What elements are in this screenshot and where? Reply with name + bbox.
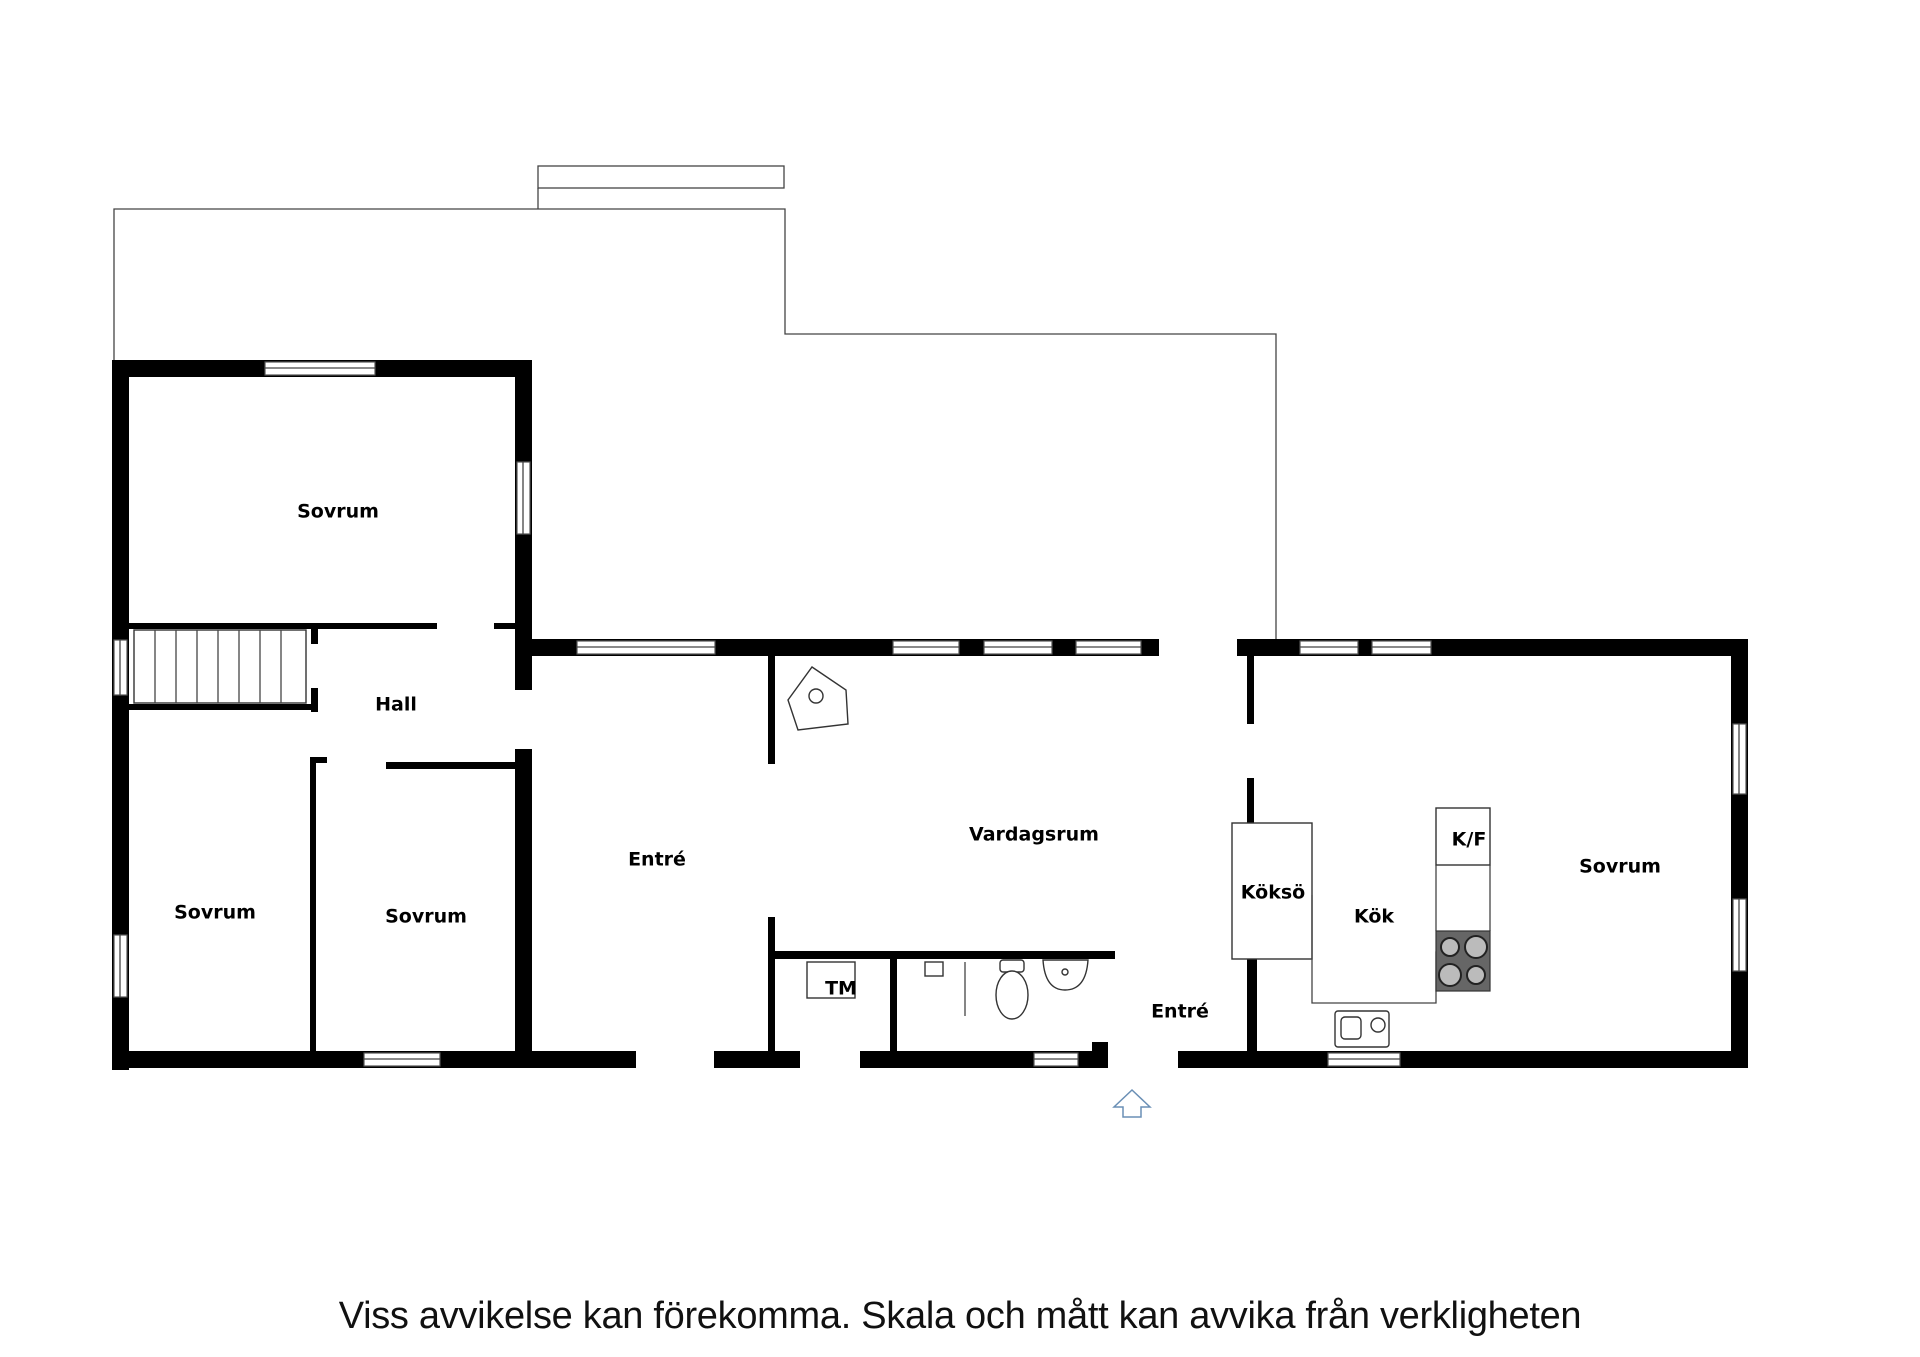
room-label-tm: TM bbox=[825, 978, 857, 1000]
washbasin-icon bbox=[1042, 959, 1089, 991]
washing-machine-box bbox=[806, 961, 856, 999]
windows bbox=[113, 361, 1747, 1067]
room-label-entre-west: Entré bbox=[628, 849, 686, 871]
stairs-icon bbox=[133, 629, 307, 704]
stove-icon bbox=[1435, 930, 1491, 992]
toilet-icon bbox=[995, 959, 1029, 1020]
room-label-kf: K/F bbox=[1452, 829, 1487, 851]
fireplace-icon bbox=[787, 666, 849, 731]
kitchen-island bbox=[1231, 822, 1313, 960]
entrance-arrow-icon bbox=[1112, 1088, 1152, 1118]
room-label-hall: Hall bbox=[375, 694, 417, 716]
terrace-outline bbox=[113, 165, 1277, 642]
room-label-sovrum-s2: Sovrum bbox=[385, 906, 467, 928]
room-label-sovrum-east: Sovrum bbox=[1579, 856, 1661, 878]
shower-fixture bbox=[924, 961, 966, 1016]
sink-icon bbox=[1334, 1010, 1390, 1048]
fridge-freezer bbox=[1435, 807, 1491, 866]
room-label-kok: Kök bbox=[1354, 906, 1394, 928]
room-label-vardagsrum: Vardagsrum bbox=[969, 824, 1099, 846]
room-label-koksoe: Köksö bbox=[1241, 882, 1305, 904]
room-label-sovrum-sw: Sovrum bbox=[174, 902, 256, 924]
room-label-sovrum-nw: Sovrum bbox=[297, 501, 379, 523]
disclaimer-text: Viss avvikelse kan förekomma. Skala och … bbox=[338, 1295, 1582, 1337]
room-label-entre-south: Entré bbox=[1151, 1001, 1209, 1023]
